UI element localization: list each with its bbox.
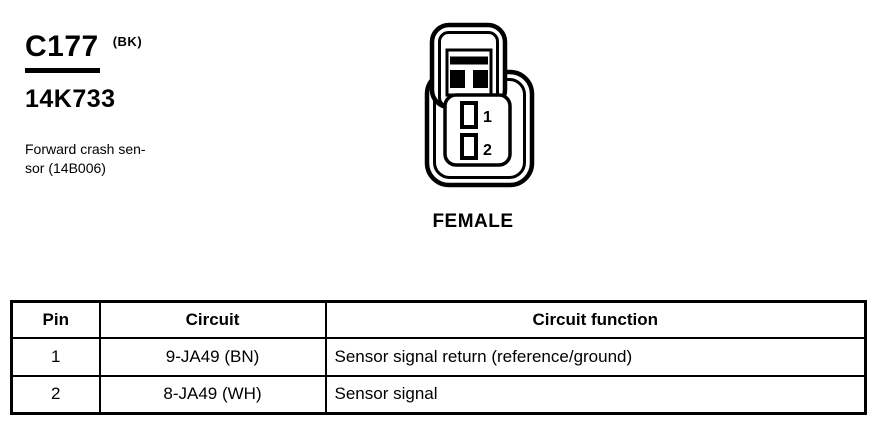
pinout-table: Pin Circuit Circuit function 1 9-JA49 (B… [10, 300, 867, 415]
description-line-2: sor (14B006) [25, 159, 106, 176]
table-row: 1 9-JA49 (BN) Sensor signal return (refe… [10, 336, 867, 377]
connector-description: Forward crash sen- sor (14B006) [25, 140, 146, 178]
table-row: 2 8-JA49 (WH) Sensor signal [10, 374, 867, 415]
gender-label: FEMALE [432, 211, 514, 232]
circuit-function-cell: Sensor signal return (reference/ground) [324, 336, 867, 377]
circuit-cell: 9-JA49 (BN) [98, 336, 327, 377]
latch-key-top-bar [450, 56, 488, 65]
pin-1-slot [460, 101, 478, 129]
table-header-row: Pin Circuit Circuit function [10, 300, 867, 339]
description-line-1: Forward crash sen- [25, 141, 146, 157]
connector-color-code: (BK) [112, 34, 143, 49]
connector-id: C177 [25, 32, 100, 73]
part-number: 14K733 [25, 85, 116, 113]
header-pin: Pin [10, 300, 101, 339]
connector-id-block: C177 (BK) 14K733 Forward crash sen- sor … [25, 32, 146, 178]
pin-2-slot [460, 133, 478, 160]
circuit-function-cell: Sensor signal [324, 374, 867, 415]
latch-key-left-block [450, 70, 465, 88]
pin-1-label: 1 [483, 109, 492, 126]
header-circuit-function: Circuit function [324, 300, 867, 339]
circuit-cell: 8-JA49 (WH) [98, 374, 327, 415]
connector-id-line: C177 (BK) [25, 32, 146, 73]
pin-cell: 1 [10, 336, 101, 377]
pin-2-label: 2 [483, 142, 492, 159]
pin-cell: 2 [10, 374, 101, 415]
header-circuit: Circuit [98, 300, 327, 339]
connector-diagram: 1 2 [424, 22, 535, 188]
latch-key-right-block [473, 70, 488, 88]
